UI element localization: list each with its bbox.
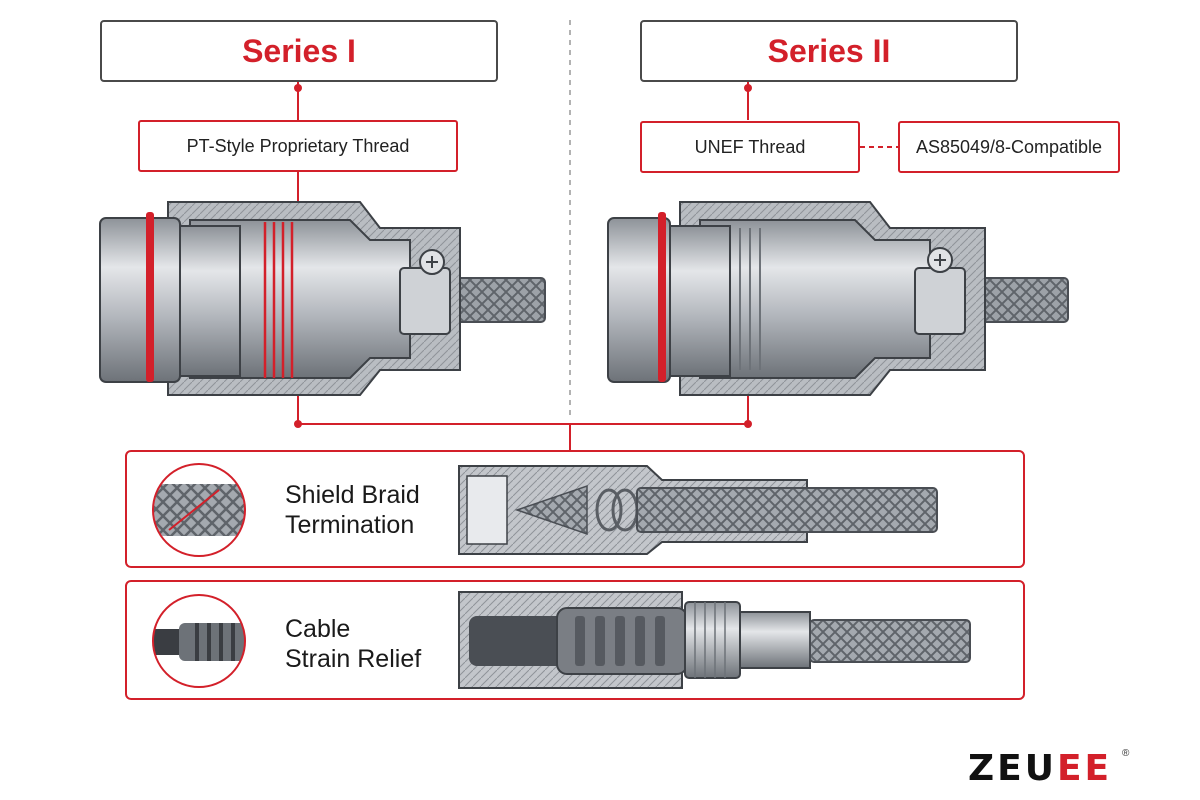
strain-relief-label: Cable Strain Relief <box>285 614 421 674</box>
logo-e1: E <box>1056 748 1085 789</box>
series-2-connector-illustration <box>607 201 1069 396</box>
strain-relief-cross-section <box>458 591 971 689</box>
series-1-connector-illustration <box>99 201 546 396</box>
compat-label: AS85049/8-Compatible <box>915 136 1103 157</box>
shield-braid-label-line2: Termination <box>285 511 415 539</box>
brand-logo: ZEUEE <box>968 748 1112 789</box>
logo-prefix: ZEU <box>968 748 1057 789</box>
strain-relief-panel: Cable Strain Relief <box>125 580 1025 700</box>
registered-mark: ® <box>1122 748 1130 759</box>
series-2-thread-box: UNEF Thread <box>640 121 860 173</box>
shield-braid-label-line1: Shield Braid <box>285 481 420 509</box>
strain-relief-label-line2: Strain Relief <box>285 645 422 673</box>
series-2-title: Series II <box>767 32 891 69</box>
shield-braid-cross-section <box>458 465 938 555</box>
logo-e2: E <box>1084 748 1113 789</box>
series-1-thread-label: PT-Style Proprietary Thread <box>186 135 410 156</box>
shield-braid-panel: Shield Braid Termination <box>125 450 1025 568</box>
series-2-thread-label: UNEF Thread <box>694 136 806 157</box>
strain-relief-label-line1: Cable <box>285 615 351 643</box>
strain-relief-icon <box>152 594 246 688</box>
shield-braid-label: Shield Braid Termination <box>285 480 420 540</box>
series-1-header: Series I <box>100 20 498 82</box>
shield-braid-icon <box>152 463 246 557</box>
series-2-header: Series II <box>640 20 1018 82</box>
series-1-thread-box: PT-Style Proprietary Thread <box>138 120 458 172</box>
series-1-title: Series I <box>242 32 356 69</box>
compat-box: AS85049/8-Compatible <box>898 121 1120 173</box>
